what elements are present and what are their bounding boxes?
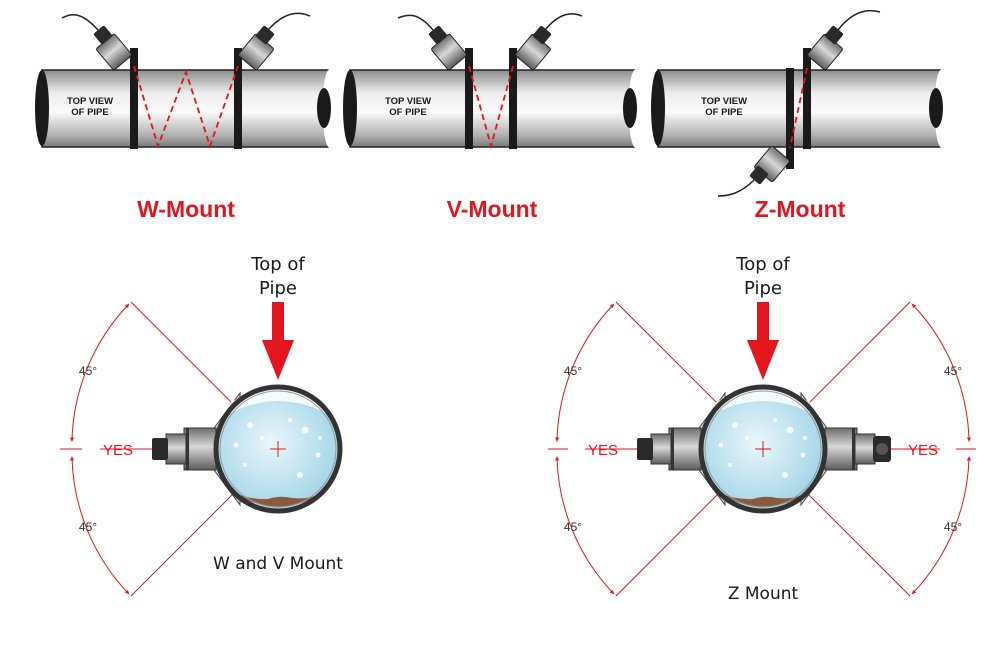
top-of-pipe-line2: Pipe xyxy=(744,278,782,299)
yes-label: YES xyxy=(103,442,133,459)
top-of-pipe-line1: Top of xyxy=(250,254,305,275)
arc-upper xyxy=(70,303,130,442)
pipe-v-mount: TOP VIEW OF PIPE xyxy=(343,13,642,150)
yes-label-left: YES xyxy=(588,442,618,459)
pipe-wall xyxy=(698,384,828,514)
clamp-upper xyxy=(803,48,811,149)
pipe-left-end xyxy=(35,70,49,146)
cable-top xyxy=(837,9,881,31)
clamp-right xyxy=(234,48,242,149)
transducer-left xyxy=(397,14,467,71)
clamp-lower xyxy=(786,68,794,169)
air-gap xyxy=(224,389,332,418)
transducer-bottom xyxy=(717,145,790,197)
pipe-label-line2: OF PIPE xyxy=(389,107,426,118)
top-arrow xyxy=(747,302,779,380)
top-arrow xyxy=(262,302,294,380)
transducer-right xyxy=(238,12,311,71)
top-of-pipe-line2: Pipe xyxy=(259,278,297,299)
transducer-top xyxy=(807,9,881,71)
pipe-right-end xyxy=(623,88,637,128)
pipe-label-line2: OF PIPE xyxy=(705,107,742,118)
pipe-z-mount: TOP VIEW OF PIPE xyxy=(651,9,948,197)
z-signal-path xyxy=(789,67,808,149)
pipe-w-mount: TOP VIEW OF PIPE xyxy=(35,12,336,149)
cable-right xyxy=(544,13,583,31)
cable-left xyxy=(397,14,434,31)
arc-upper-right xyxy=(911,303,971,442)
v-signal-path xyxy=(468,65,514,150)
pipe-label-line1: TOP VIEW xyxy=(67,96,113,107)
bubbles xyxy=(718,418,807,478)
arc-lower-right xyxy=(911,456,971,595)
pipe-label-line2: OF PIPE xyxy=(71,107,108,118)
title-z-mount: Z-Mount xyxy=(755,196,846,222)
cable-bottom xyxy=(717,179,755,197)
pipe-label-line1: TOP VIEW xyxy=(385,96,431,107)
pipe-label-line1: TOP VIEW xyxy=(701,96,747,107)
deg-upper: 45° xyxy=(79,364,97,378)
w-signal-path xyxy=(133,65,239,149)
title-v-mount: V-Mount xyxy=(447,196,538,222)
pipe-right-end xyxy=(929,88,943,128)
cable-left xyxy=(61,14,99,31)
transducer-right xyxy=(515,13,583,71)
sediment xyxy=(717,492,809,507)
deg-lower-right: 45° xyxy=(944,520,962,534)
cross-section-z: Top of Pipe 45° 45° YES 45° 45° YES xyxy=(548,254,976,604)
pipe-right-end xyxy=(317,88,331,128)
arc-lower xyxy=(70,456,130,595)
transducer-left xyxy=(61,14,132,71)
caption-z: Z Mount xyxy=(728,584,799,604)
yes-label-right: YES xyxy=(908,442,938,459)
bubbles xyxy=(233,418,322,478)
deg-upper-right: 45° xyxy=(944,364,962,378)
cable-right xyxy=(267,12,311,31)
clamp-left xyxy=(465,48,473,149)
clamp-left xyxy=(130,48,138,149)
pipe-body xyxy=(41,69,329,148)
arc-lower-left xyxy=(555,456,615,595)
deg-lower-left: 45° xyxy=(564,520,582,534)
pipe-body xyxy=(349,69,635,148)
caption-wv: W and V Mount xyxy=(213,554,343,574)
air-gap xyxy=(709,389,817,418)
deg-upper-left: 45° xyxy=(564,364,582,378)
pipe-left-end xyxy=(343,70,357,146)
top-of-pipe-line1: Top of xyxy=(735,254,790,275)
cross-section-wv: Top of Pipe 45° 45° YES xyxy=(60,254,343,597)
pipe-left-end xyxy=(651,70,665,146)
arc-upper-left xyxy=(555,303,615,442)
clamp-right xyxy=(509,48,517,149)
pipe-wall xyxy=(213,384,343,514)
sediment xyxy=(232,492,324,507)
deg-lower: 45° xyxy=(79,520,97,534)
title-w-mount: W-Mount xyxy=(137,196,235,222)
